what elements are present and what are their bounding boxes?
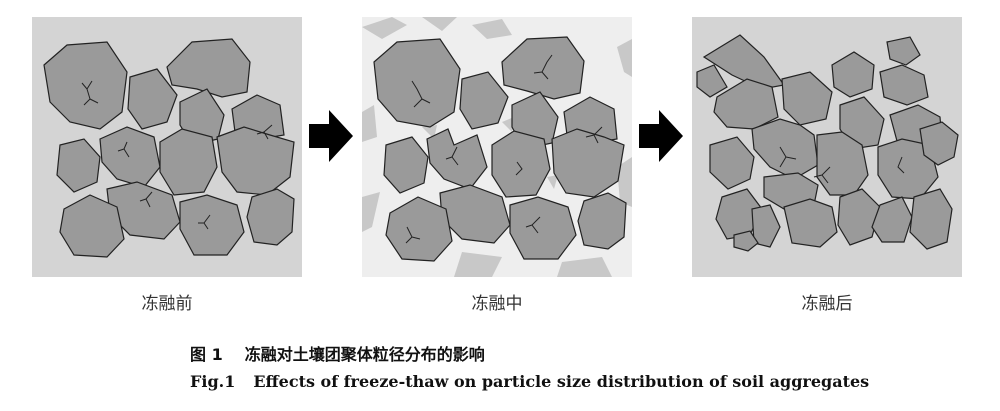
arrow-right-icon	[309, 110, 353, 162]
aggregate	[713, 78, 779, 130]
aggregate	[837, 188, 881, 246]
figure-number-cn: 图 1	[190, 345, 223, 364]
aggregate	[501, 36, 585, 100]
aggregate	[919, 121, 959, 166]
panel-before-freeze-thaw	[32, 17, 302, 277]
aggregate	[159, 128, 218, 196]
aggregate	[99, 126, 161, 188]
aggregate	[551, 128, 625, 198]
aggregate	[127, 68, 178, 130]
cracks	[779, 146, 905, 184]
panel-label-before: 冻融前	[141, 294, 193, 314]
figure-title-cn: 冻融对土壤团聚体粒径分布的影响	[244, 345, 485, 364]
cracks	[81, 80, 273, 230]
aggregate	[839, 96, 885, 150]
aggregate	[56, 138, 101, 193]
aggregate	[816, 131, 869, 196]
aggregate	[886, 36, 921, 66]
aggregate	[781, 71, 833, 126]
aggregate	[831, 51, 875, 98]
aggregate	[783, 198, 838, 248]
aggregate	[459, 71, 509, 130]
aggregate	[871, 196, 913, 243]
aggregate	[216, 126, 295, 196]
aggregate	[577, 192, 627, 250]
ice-network	[362, 17, 632, 277]
aggregate	[179, 194, 245, 256]
figure-caption-en: Fig.1 Effects of freeze-thaw on particle …	[190, 372, 869, 391]
aggregate	[166, 38, 251, 98]
aggregate	[509, 196, 577, 260]
panel-label-during: 冻融中	[471, 294, 523, 314]
aggregate	[385, 196, 453, 262]
aggregate	[246, 188, 295, 246]
aggregate	[733, 230, 759, 252]
panel-after-freeze-thaw	[692, 17, 962, 277]
aggregate	[879, 64, 929, 106]
aggregate	[909, 188, 953, 250]
panel-label-after: 冻融后	[801, 294, 853, 314]
panel-during-freeze-thaw	[362, 17, 632, 277]
aggregate	[491, 130, 551, 198]
aggregate	[877, 138, 939, 200]
aggregate	[43, 41, 128, 130]
aggregates	[696, 34, 959, 252]
aggregate	[59, 194, 125, 258]
figure-number-en: Fig.1	[190, 372, 236, 391]
arrow-right-icon	[639, 110, 683, 162]
figure-title-en: Effects of freeze-thaw on particle size …	[253, 372, 870, 391]
cracks	[405, 54, 603, 244]
aggregates	[43, 38, 295, 258]
aggregate	[426, 128, 488, 190]
figure-caption-cn: 图 1 冻融对土壤团聚体粒径分布的影响	[190, 341, 485, 365]
aggregate	[696, 64, 728, 98]
aggregates	[373, 36, 627, 262]
aggregate	[383, 136, 429, 194]
aggregate	[709, 136, 755, 190]
aggregate	[373, 38, 461, 128]
